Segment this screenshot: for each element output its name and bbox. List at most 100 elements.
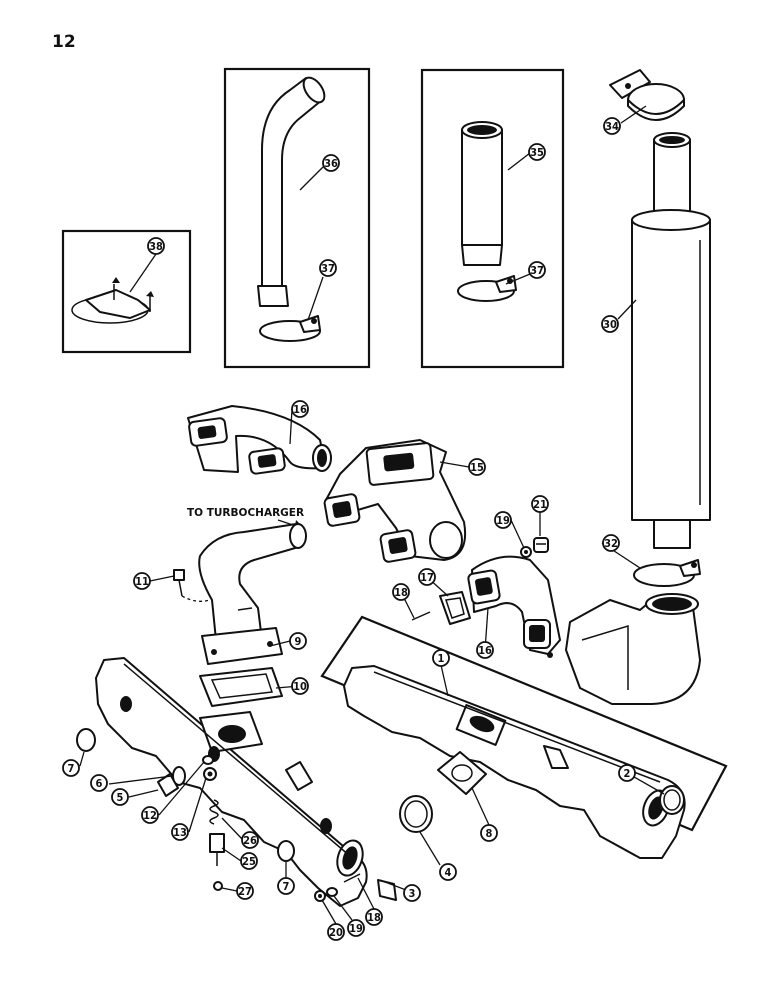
svg-text:3: 3 bbox=[409, 887, 416, 900]
elbow-16-lower bbox=[467, 555, 561, 655]
svg-text:32: 32 bbox=[604, 537, 618, 550]
callout-9: 9 bbox=[289, 632, 307, 650]
page-number: 12 bbox=[52, 32, 76, 52]
callout-19-lower: 19 bbox=[347, 919, 365, 937]
washer-6 bbox=[172, 766, 186, 786]
svg-text:5: 5 bbox=[117, 791, 124, 804]
callout-15: 15 bbox=[468, 458, 486, 476]
callout-26: 26 bbox=[241, 831, 259, 849]
bolt-11 bbox=[173, 569, 211, 602]
svg-text:7: 7 bbox=[68, 762, 75, 775]
valve-25 bbox=[209, 833, 225, 866]
inset-frame bbox=[61, 229, 192, 354]
callout-38: 38 bbox=[147, 237, 165, 255]
turbo-elbow-9 bbox=[198, 523, 307, 665]
callout-36: 36 bbox=[322, 154, 340, 172]
elbow-16-upper bbox=[187, 405, 332, 475]
svg-text:18: 18 bbox=[367, 911, 381, 924]
spring-26 bbox=[209, 799, 219, 825]
callout-10: 10 bbox=[291, 677, 309, 695]
manifold-3 bbox=[95, 657, 397, 907]
callout-17: 17 bbox=[418, 568, 436, 586]
svg-text:16: 16 bbox=[293, 403, 307, 416]
inset-stack-35 bbox=[420, 68, 565, 369]
callout-13: 13 bbox=[171, 823, 189, 841]
callout-34: 34 bbox=[603, 117, 621, 135]
ring-4 bbox=[399, 795, 433, 833]
svg-text:8: 8 bbox=[486, 827, 493, 840]
muffler-clamp bbox=[633, 559, 701, 587]
svg-text:21: 21 bbox=[533, 498, 547, 511]
callout-16-lower: 16 bbox=[476, 641, 494, 659]
callout-5: 5 bbox=[111, 788, 129, 806]
svg-text:30: 30 bbox=[603, 318, 617, 331]
nut-27 bbox=[213, 881, 223, 891]
callout-11: 11 bbox=[133, 572, 151, 590]
callout-30: 30 bbox=[601, 315, 619, 333]
svg-text:34: 34 bbox=[605, 120, 619, 133]
svg-text:7: 7 bbox=[283, 880, 290, 893]
muffler-elbow bbox=[547, 593, 701, 705]
callout-35: 35 bbox=[528, 143, 546, 161]
svg-text:36: 36 bbox=[324, 157, 338, 170]
svg-text:12: 12 bbox=[143, 809, 157, 822]
svg-text:4: 4 bbox=[445, 866, 452, 879]
plug-7-bottom bbox=[277, 840, 295, 862]
svg-text:6: 6 bbox=[96, 777, 103, 790]
svg-text:38: 38 bbox=[149, 240, 163, 253]
svg-text:16: 16 bbox=[478, 644, 492, 657]
svg-text:11: 11 bbox=[135, 575, 149, 588]
gasket-8 bbox=[437, 751, 487, 795]
cap-21 bbox=[533, 537, 549, 553]
svg-text:2: 2 bbox=[624, 767, 631, 780]
callout-4: 4 bbox=[439, 863, 457, 881]
washer-12 bbox=[202, 755, 214, 765]
svg-text:18: 18 bbox=[394, 586, 408, 599]
svg-text:27: 27 bbox=[238, 885, 252, 898]
callout-7-left: 7 bbox=[62, 759, 80, 777]
callout-25: 25 bbox=[240, 852, 258, 870]
svg-text:35: 35 bbox=[530, 146, 544, 159]
plug-7-left bbox=[76, 728, 96, 752]
svg-text:10: 10 bbox=[293, 680, 307, 693]
nut-20 bbox=[314, 890, 326, 902]
plug-2 bbox=[659, 785, 685, 815]
rain-cap bbox=[609, 69, 685, 121]
stud-18-upper bbox=[411, 611, 431, 621]
inset-clamp-38 bbox=[61, 229, 192, 354]
svg-text:17: 17 bbox=[420, 571, 434, 584]
callout-2: 2 bbox=[618, 764, 636, 782]
callout-18-lower: 18 bbox=[365, 908, 383, 926]
callout-16-upper: 16 bbox=[291, 400, 309, 418]
callout-12: 12 bbox=[141, 806, 159, 824]
elbow-15 bbox=[323, 439, 466, 563]
svg-text:15: 15 bbox=[470, 461, 484, 474]
callout-20: 20 bbox=[327, 923, 345, 941]
callout-37-left: 37 bbox=[319, 259, 337, 277]
leader-lines bbox=[79, 105, 665, 925]
inset-frame bbox=[420, 68, 565, 369]
inset-manifold-1 bbox=[320, 615, 728, 859]
nut-13 bbox=[203, 767, 217, 781]
svg-text:13: 13 bbox=[173, 826, 187, 839]
svg-text:20: 20 bbox=[329, 926, 343, 939]
stud-18-lower bbox=[343, 873, 361, 883]
svg-text:19: 19 bbox=[496, 514, 510, 527]
inset-stack-36 bbox=[223, 67, 371, 369]
svg-text:1: 1 bbox=[438, 652, 445, 665]
svg-text:37: 37 bbox=[321, 262, 335, 275]
svg-text:37: 37 bbox=[530, 264, 544, 277]
nut-19-upper bbox=[520, 546, 532, 558]
callout-3: 3 bbox=[403, 884, 421, 902]
callout-6: 6 bbox=[90, 774, 108, 792]
callout-18-upper: 18 bbox=[392, 583, 410, 601]
callout-21: 21 bbox=[531, 495, 549, 513]
gasket-17 bbox=[439, 591, 471, 625]
svg-text:26: 26 bbox=[243, 834, 257, 847]
callout-8: 8 bbox=[480, 824, 498, 842]
callout-1: 1 bbox=[432, 649, 450, 667]
gasket-10 bbox=[199, 667, 283, 707]
svg-text:9: 9 bbox=[295, 635, 302, 648]
callout-37-right: 37 bbox=[528, 261, 546, 279]
